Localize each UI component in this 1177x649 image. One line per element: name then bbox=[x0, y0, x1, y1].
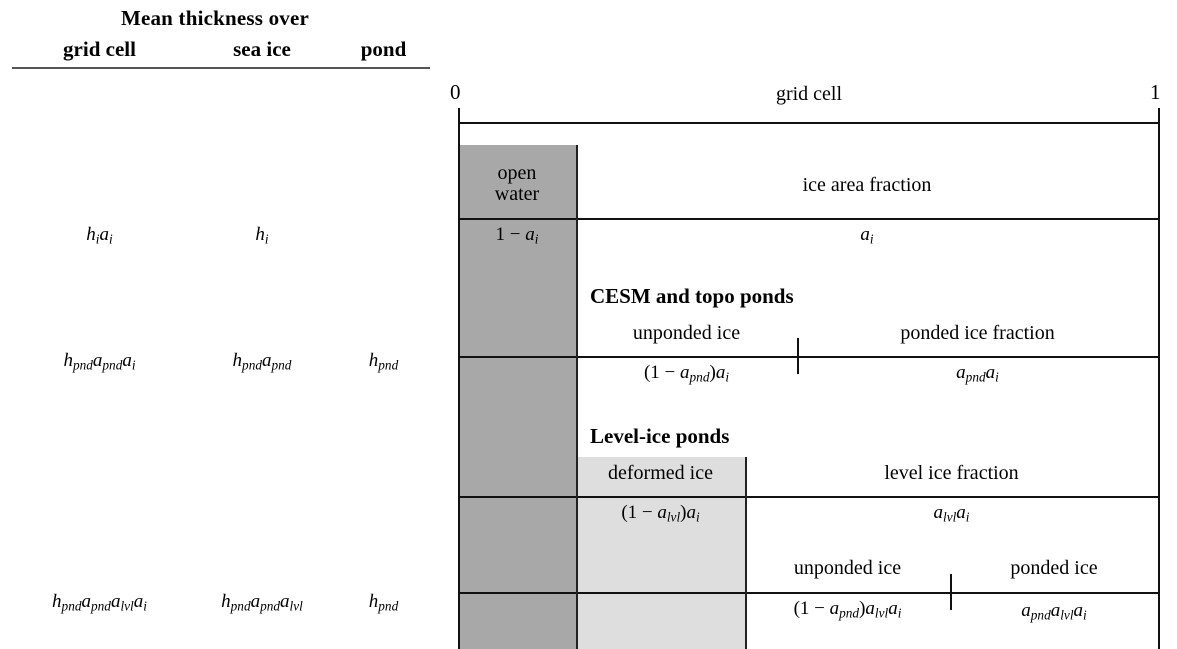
table-column-headers: grid cell sea ice pond bbox=[12, 37, 430, 62]
diagram-top-label: grid cell bbox=[775, 83, 843, 105]
cell-grid-cell-row3: hpndapndalvlai bbox=[52, 591, 147, 614]
column-header-pond: pond bbox=[360, 37, 407, 61]
column-header-grid-cell: grid cell bbox=[63, 37, 136, 61]
level-ice-fraction-value: alvlai bbox=[933, 502, 970, 525]
tick-level-ice-pond-split bbox=[950, 574, 952, 610]
cell-grid-cell-row1: hiai bbox=[86, 224, 113, 247]
level-ice-fraction-label: level ice fraction bbox=[884, 462, 1019, 484]
tick-cesm-pond-split bbox=[797, 338, 799, 374]
divider-cesm bbox=[458, 356, 1160, 358]
separator-deformed-ice bbox=[745, 457, 747, 649]
level-unponded-label: unponded ice bbox=[793, 557, 902, 579]
cell-sea-ice-row1: hi bbox=[255, 224, 269, 247]
deformed-ice-value: (1 − alvl)ai bbox=[621, 502, 700, 525]
divider-level-ice-ponds bbox=[458, 592, 1160, 594]
table-row: hiai hi bbox=[12, 224, 430, 248]
level-ponded-value: apndalvlai bbox=[1021, 600, 1087, 623]
deformed-ice-block bbox=[576, 457, 745, 649]
ice-area-fraction-value: ai bbox=[860, 224, 874, 247]
header-rule bbox=[12, 67, 430, 69]
cesm-section-heading: CESM and topo ponds bbox=[590, 284, 794, 308]
table-row: hpndapndalvlai hpndapndalvl hpnd bbox=[12, 591, 430, 615]
cell-sea-ice-row3: hpndapndalvl bbox=[221, 591, 303, 614]
mean-thickness-table: Mean thickness over grid cell sea ice po… bbox=[0, 0, 442, 649]
cell-pond-row1 bbox=[337, 224, 430, 248]
divider-level-ice bbox=[458, 496, 1160, 498]
cesm-unponded-value: (1 − apnd)ai bbox=[643, 362, 730, 385]
cell-pond-row3: hpnd bbox=[368, 591, 399, 614]
cell-sea-ice-row2: hpndapnd bbox=[232, 350, 292, 373]
cesm-unponded-label: unponded ice bbox=[632, 322, 741, 344]
table-title: Mean thickness over bbox=[120, 6, 310, 30]
level-ponded-label: ponded ice bbox=[1010, 557, 1098, 579]
frame-left-edge bbox=[458, 108, 460, 649]
open-water-block bbox=[458, 145, 576, 649]
cesm-ponded-value: apndai bbox=[956, 362, 999, 385]
cell-pond-row2: hpnd bbox=[368, 350, 399, 373]
deformed-ice-label: deformed ice bbox=[608, 462, 713, 484]
divider-ice-area bbox=[458, 218, 1160, 220]
column-header-sea-ice: sea ice bbox=[233, 37, 291, 61]
axis-label-one: 1 bbox=[1150, 80, 1161, 104]
cesm-ponded-label: ponded ice fraction bbox=[900, 322, 1055, 344]
frame-right-edge bbox=[1158, 108, 1160, 649]
axis-label-zero: 0 bbox=[450, 80, 461, 104]
level-unponded-value: (1 − apnd)alvlai bbox=[793, 598, 902, 621]
separator-open-water bbox=[576, 145, 578, 649]
table-row: hpndapndai hpndapnd hpnd bbox=[12, 350, 430, 374]
cell-grid-cell-row2: hpndapndai bbox=[63, 350, 136, 373]
ice-area-fraction-label: ice area fraction bbox=[802, 174, 932, 196]
frame-top-line bbox=[458, 122, 1160, 124]
open-water-value: 1 − ai bbox=[495, 224, 539, 247]
level-ice-section-heading: Level-ice ponds bbox=[590, 424, 730, 448]
